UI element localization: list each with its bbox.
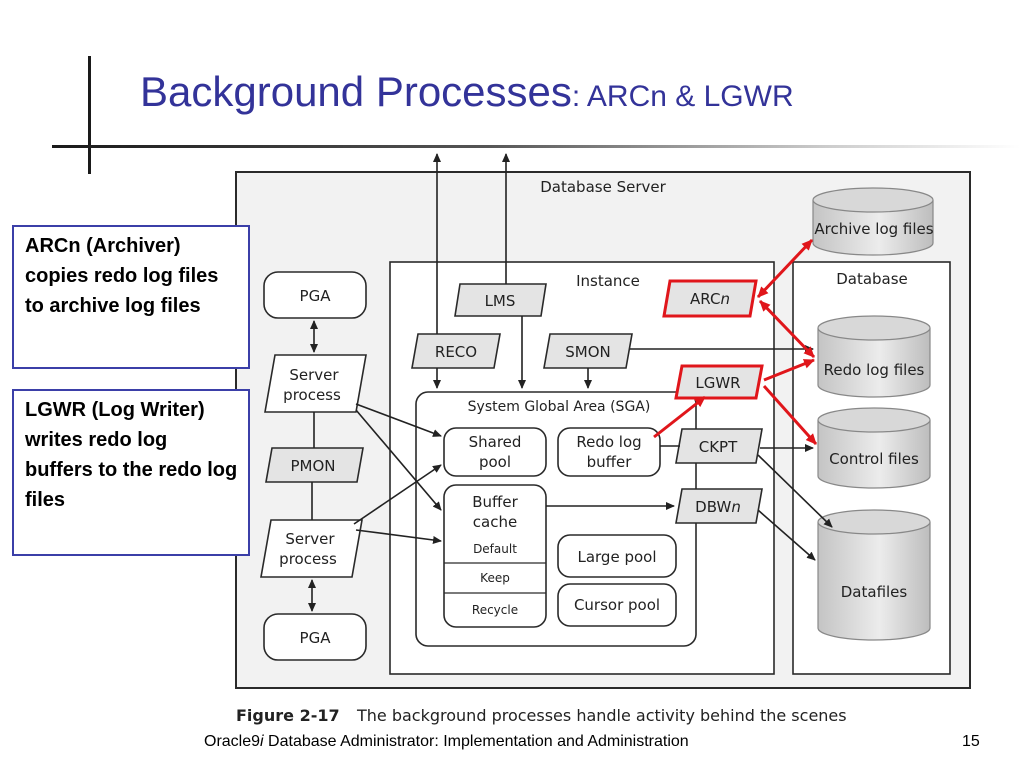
smon-label: SMON (565, 343, 611, 361)
shared-pool-line2: pool (479, 453, 511, 471)
footer-italic: i (260, 733, 264, 750)
cursor-pool-label: Cursor pool (574, 596, 660, 614)
control-files-label: Control files (829, 450, 919, 468)
ckpt-label: CKPT (699, 438, 738, 456)
figure-caption-label: Figure 2-17 (236, 706, 340, 725)
dbwn-to-datafiles (757, 509, 816, 561)
shared-pool-line1: Shared (469, 433, 522, 451)
slide-horizontal-rule (52, 145, 1020, 148)
page-number: 15 (962, 733, 980, 750)
arcn-to-archive-arrow (756, 238, 814, 299)
slide-vertical-rule (88, 56, 91, 174)
footer-prefix: Oracle9 (204, 733, 261, 750)
arcn-box (662, 279, 758, 318)
server-top-to-buffer-cache (355, 409, 442, 511)
database-server-label: Database Server (540, 178, 666, 196)
dbwn-label: DBWn (695, 498, 741, 516)
buffer-recycle-label: Recycle (472, 603, 518, 617)
arcn-label: ARCn (690, 290, 730, 308)
pmon-label: PMON (290, 457, 335, 475)
large-pool-box (557, 534, 677, 578)
redo-buffer-to-lgwr-arrow (653, 395, 706, 439)
server-process-top-line1: Server (289, 366, 339, 384)
reco-label: RECO (435, 343, 477, 361)
lgwr-to-redo-files-arrow (763, 358, 815, 382)
database-label: Database (836, 270, 908, 288)
buffer-keep-label: Keep (480, 571, 510, 585)
redo-log-buffer-line1: Redo log (576, 433, 641, 451)
redo-log-files-cylinder: Redo log files (817, 315, 931, 398)
buffer-cache-line2: cache (473, 513, 517, 531)
server-process-bottom-line1: Server (285, 530, 335, 548)
server-top-to-shared-pool (355, 403, 442, 437)
footer-suffix: Database Administrator: Implementation a… (263, 733, 689, 750)
shared-pool-box (443, 427, 547, 477)
lgwr-callout-text: LGWR (Log Writer) writes redo log buffer… (25, 399, 238, 511)
pga-top-label: PGA (300, 287, 332, 305)
slide-footer: Oracle9i Database Administrator: Impleme… (204, 733, 689, 751)
arcn-callout: ARCn (Archiver) copies redo log files to… (12, 225, 250, 369)
large-pool-label: Large pool (577, 548, 656, 566)
arcn-callout-text: ARCn (Archiver) copies redo log files to… (25, 235, 219, 317)
pga-bottom (263, 613, 367, 661)
reco-box (411, 333, 501, 369)
lgwr-callout: LGWR (Log Writer) writes redo log buffer… (12, 389, 250, 556)
figure-caption-text: The background processes handle activity… (356, 706, 847, 725)
sga-label: System Global Area (SGA) (468, 399, 651, 415)
server-process-top-line2: process (283, 386, 341, 404)
page-title: Background Processes: ARCn & LGWR (140, 68, 794, 116)
ckpt-box (675, 428, 763, 464)
buffer-cache-box (443, 484, 547, 628)
redo-log-buffer-box (557, 427, 661, 477)
lgwr-label: LGWR (695, 374, 740, 392)
pga-bottom-label: PGA (300, 629, 332, 647)
server-bottom-to-shared-pool (353, 464, 442, 525)
title-sub: : ARCn & LGWR (571, 80, 794, 113)
server-bottom-to-buffer-cache (355, 529, 442, 544)
control-files-cylinder: Control files (817, 407, 931, 489)
datafiles-label: Datafiles (841, 583, 908, 601)
instance-label: Instance (576, 272, 640, 290)
server-process-top (264, 354, 367, 413)
lms-label: LMS (485, 292, 516, 310)
buffer-default-label: Default (473, 542, 517, 556)
dbwn-box (675, 488, 763, 524)
archive-log-files-cylinder: Archive log files (812, 187, 934, 256)
redo-log-files-label: Redo log files (824, 361, 925, 379)
server-process-bottom (260, 519, 363, 578)
lgwr-to-control-files-arrow (762, 384, 818, 446)
buffer-cache-line1: Buffer (472, 493, 518, 511)
title-main: Background Processes (140, 68, 572, 115)
datafiles-cylinder: Datafiles (817, 509, 931, 641)
pmon-box (265, 447, 364, 483)
cursor-pool-box (557, 583, 677, 627)
highlight-arrows (653, 238, 818, 446)
arcn-to-redo-files-arrow (758, 299, 816, 359)
diagram-connectors (353, 153, 833, 561)
lgwr-box (674, 364, 764, 400)
server-process-bottom-line2: process (279, 550, 337, 568)
ckpt-to-datafiles (757, 454, 833, 528)
redo-log-buffer-line2: buffer (587, 453, 633, 471)
pga-top (263, 271, 367, 319)
lms-box (454, 283, 547, 317)
smon-box (543, 333, 633, 369)
archive-log-files-label: Archive log files (814, 220, 933, 238)
